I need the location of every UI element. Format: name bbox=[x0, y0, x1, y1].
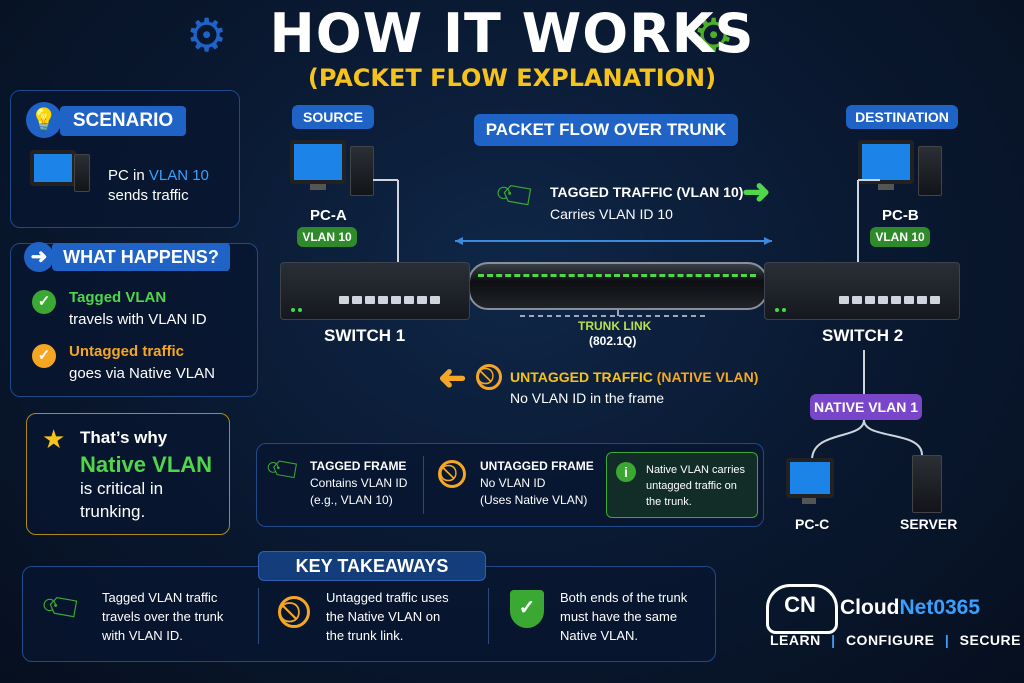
check-icon: ✓ bbox=[32, 344, 56, 368]
scenario-line2: sends traffic bbox=[108, 187, 189, 204]
untagged-traffic-title: Untagged traffic bbox=[69, 343, 185, 360]
note-line1: Native VLAN carries bbox=[646, 464, 746, 476]
gear-icon: ⚙ bbox=[693, 9, 735, 61]
trunk-protocol-label: (802.1Q) bbox=[589, 334, 637, 348]
tagged-frame-title: TAGGED FRAME bbox=[310, 459, 407, 473]
switch-2-label: SWITCH 2 bbox=[822, 326, 904, 345]
tagged-frame-line1: Contains VLAN ID bbox=[310, 476, 408, 490]
tagged-frame-line2: (e.g., VLAN 10) bbox=[310, 493, 393, 507]
prohibited-icon: ⃠ bbox=[278, 596, 310, 628]
pc-a-icon bbox=[290, 140, 380, 200]
trunk-tagged-line bbox=[478, 274, 756, 277]
takeaways-heading: KEY TAKEAWAYS bbox=[258, 551, 486, 581]
scenario-line1: PC in VLAN 10 bbox=[108, 167, 209, 184]
server-label: SERVER bbox=[900, 516, 958, 532]
why-line3: is critical in bbox=[80, 479, 164, 498]
tagged-traffic-title: TAGGED TRAFFIC (VLAN 10) bbox=[550, 184, 744, 200]
divider bbox=[488, 588, 489, 644]
switch-2-icon bbox=[764, 262, 960, 320]
page-subtitle: (PACKET FLOW EXPLANATION) bbox=[307, 64, 717, 92]
destination-label: DESTINATION bbox=[846, 105, 958, 129]
untagged-frame-line1: No VLAN ID bbox=[480, 476, 546, 490]
arrow-right-icon: ➜ bbox=[24, 242, 54, 272]
trunk-link-label: TRUNK LINK bbox=[578, 319, 652, 333]
tagged-traffic-text: Carries VLAN ID 10 bbox=[550, 206, 673, 222]
switch-1-label: SWITCH 1 bbox=[324, 326, 406, 345]
prohibited-icon: ⃠ bbox=[476, 364, 502, 390]
logo-letters: CN bbox=[784, 592, 816, 617]
scenario-heading: SCENARIO bbox=[60, 106, 186, 136]
why-line4: trunking. bbox=[80, 502, 146, 521]
pc-a-label: PC-A bbox=[310, 207, 347, 224]
gear-icon: ⚙ bbox=[186, 9, 228, 61]
tagged-vlan-title: Tagged VLAN bbox=[69, 289, 167, 306]
untagged-traffic-text: goes via Native VLAN bbox=[69, 365, 215, 382]
native-vlan-badge: NATIVE VLAN 1 bbox=[810, 394, 922, 420]
source-label: SOURCE bbox=[292, 105, 374, 129]
info-icon: i bbox=[616, 462, 636, 482]
note-line3: the trunk. bbox=[646, 496, 692, 508]
what-happens-heading: WHAT HAPPENS? bbox=[52, 243, 230, 271]
why-line1: That’s why bbox=[80, 428, 168, 447]
flow-title: PACKET FLOW OVER TRUNK bbox=[474, 114, 738, 146]
why-line2: Native VLAN bbox=[80, 452, 213, 477]
vlan-highlight: VLAN 10 bbox=[148, 167, 209, 184]
arrow-right-icon: ➜ bbox=[742, 173, 771, 211]
untagged-traffic-desc: No VLAN ID in the frame bbox=[510, 390, 665, 406]
frames-panel bbox=[256, 443, 764, 527]
tagged-vlan-text: travels with VLAN ID bbox=[69, 311, 207, 328]
brand-tagline: LEARN | CONFIGURE | SECURE bbox=[770, 632, 1021, 648]
prohibited-icon: ⃠ bbox=[438, 460, 466, 488]
trunk-cable bbox=[468, 262, 768, 310]
page-title: HOW IT WORKS bbox=[269, 2, 755, 65]
star-icon: ★ bbox=[42, 424, 66, 454]
why-panel bbox=[26, 413, 230, 535]
pc-c-icon bbox=[786, 458, 836, 508]
takeaways-panel bbox=[22, 566, 716, 662]
untagged-frame-title: UNTAGGED FRAME bbox=[480, 459, 594, 473]
divider bbox=[258, 588, 259, 644]
pc-b-vlan-badge: VLAN 10 bbox=[870, 227, 930, 247]
cloud-logo-icon bbox=[766, 584, 838, 634]
note-line2: untagged traffic on bbox=[646, 480, 737, 492]
lightbulb-icon: 💡 bbox=[26, 102, 62, 138]
pc-c-label: PC-C bbox=[795, 516, 830, 532]
pc-a-vlan-badge: VLAN 10 bbox=[297, 227, 357, 247]
switch-1-icon bbox=[280, 262, 470, 320]
pc-b-icon bbox=[858, 140, 948, 200]
divider bbox=[423, 456, 424, 514]
untagged-traffic-heading: UNTAGGED TRAFFIC (NATIVE VLAN) bbox=[510, 369, 759, 385]
pc-b-label: PC-B bbox=[882, 207, 919, 224]
brand-name: CloudNet0365 bbox=[840, 596, 981, 619]
check-icon: ✓ bbox=[32, 290, 56, 314]
shield-check-icon: ✓ bbox=[510, 590, 544, 628]
arrow-left-icon: ➜ bbox=[438, 359, 467, 397]
untagged-frame-line2: (Uses Native VLAN) bbox=[480, 493, 588, 507]
pc-icon bbox=[30, 150, 90, 192]
server-icon bbox=[912, 455, 942, 513]
